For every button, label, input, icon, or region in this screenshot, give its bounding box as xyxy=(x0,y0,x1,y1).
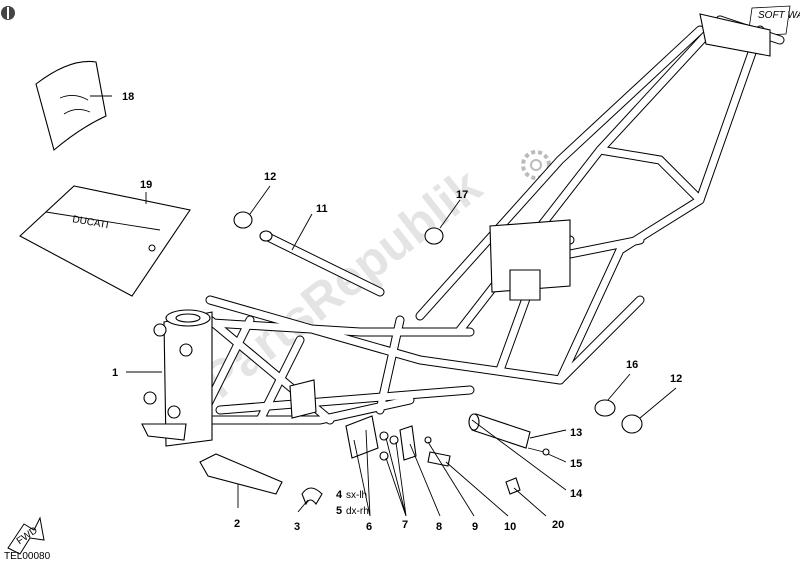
part-12-bushing-top xyxy=(233,211,253,229)
part-left-bracket xyxy=(289,379,317,419)
callout-18: 18 xyxy=(122,91,134,103)
callout-14: 14 xyxy=(570,488,583,500)
forward-arrow-icon: FWD xyxy=(7,516,45,555)
callout-10: 10 xyxy=(504,521,516,533)
part-11-axle xyxy=(259,230,385,297)
frame-tubes xyxy=(141,13,785,447)
part-9-screw xyxy=(424,436,432,444)
callout-17: 17 xyxy=(456,189,468,201)
callout-11: 11 xyxy=(316,203,328,215)
callout-4-text: sx-lh xyxy=(346,490,367,501)
callout-7: 7 xyxy=(402,519,408,531)
callout-13: 13 xyxy=(570,427,582,439)
part-15-screw xyxy=(527,447,550,456)
part-18-cover xyxy=(35,60,107,151)
callout-6: 6 xyxy=(366,521,372,533)
callout-4: 4 xyxy=(336,489,343,501)
part-19-bag: DUCATI xyxy=(19,185,191,297)
part-13-sleeve xyxy=(468,413,531,449)
callout-16: 16 xyxy=(626,359,638,371)
part-17-bushing xyxy=(424,227,444,245)
part-12-plug xyxy=(621,414,643,434)
callout-2: 2 xyxy=(234,518,240,530)
corner-marker-icon xyxy=(1,6,15,20)
callout-20: 20 xyxy=(552,519,564,531)
callout-1: 1 xyxy=(112,367,118,379)
leader-lines xyxy=(90,95,677,517)
callout-15: 15 xyxy=(570,458,582,470)
gear-watermark-icon xyxy=(521,150,551,180)
softway-logo-text: SOFT WAY xyxy=(758,10,800,21)
part-3-clamp xyxy=(301,487,323,506)
part-16-nut xyxy=(594,399,616,417)
callout-9: 9 xyxy=(472,521,478,533)
part-6-bracket xyxy=(345,415,379,459)
callout-19: 19 xyxy=(140,179,152,191)
reference-code: TEL00080 xyxy=(4,551,51,562)
callout-5: 5 xyxy=(336,505,342,517)
callout-5-text: dx-rh xyxy=(346,506,369,517)
callout-12-top: 12 xyxy=(264,171,276,183)
part-2-plate xyxy=(199,453,283,495)
callout-8: 8 xyxy=(436,521,442,533)
callout-3: 3 xyxy=(294,521,300,533)
callout-12-right: 12 xyxy=(670,373,682,385)
